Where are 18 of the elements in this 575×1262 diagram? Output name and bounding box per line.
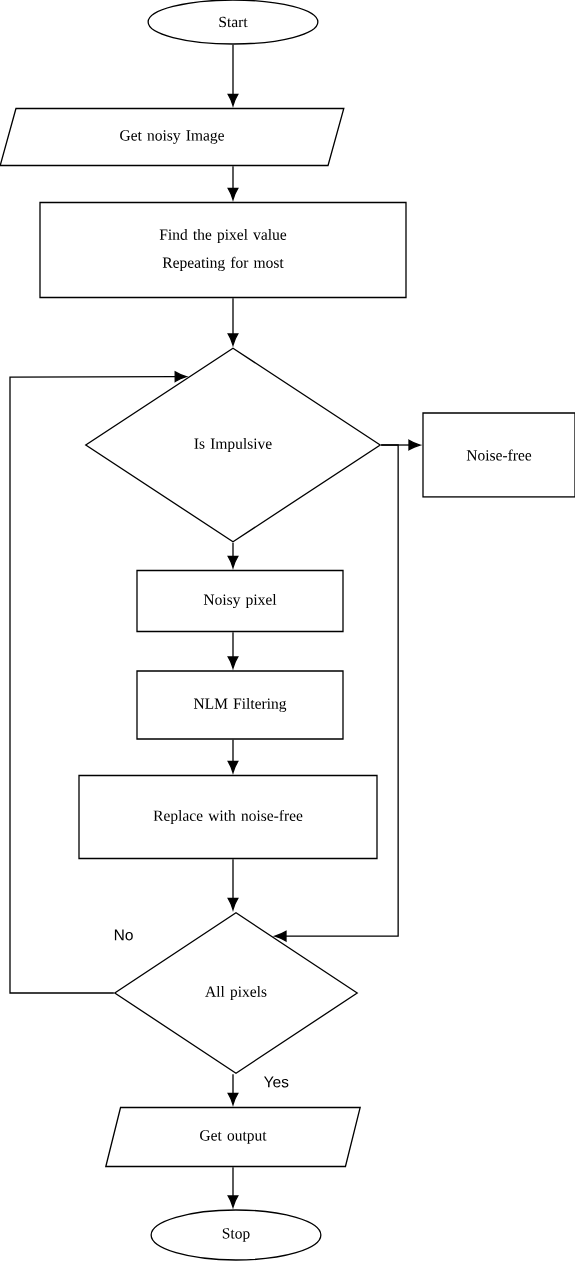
arrow: [227, 858, 239, 911]
arrow: [227, 297, 239, 346]
output-parallelogram: Get output: [105, 1106, 361, 1168]
arrow: [227, 542, 239, 569]
process-box: Noisy pixel: [136, 569, 344, 633]
process-box: NLM Filtering: [136, 670, 344, 740]
arrow: [227, 1166, 239, 1208]
process-box: Noise-free: [422, 412, 575, 498]
arrow: [227, 739, 239, 774]
arrow: [9, 371, 187, 994]
input-parallelogram: Get noisy Image: [0, 107, 345, 167]
arrow: [274, 444, 399, 942]
arrow: [227, 1073, 239, 1106]
process-box: Replace with noise-free: [78, 774, 378, 860]
arrow: [227, 165, 239, 201]
arrow: [227, 44, 239, 107]
process-box: Find the pixel value Repeating for most: [39, 201, 407, 299]
arrow: [227, 631, 239, 669]
